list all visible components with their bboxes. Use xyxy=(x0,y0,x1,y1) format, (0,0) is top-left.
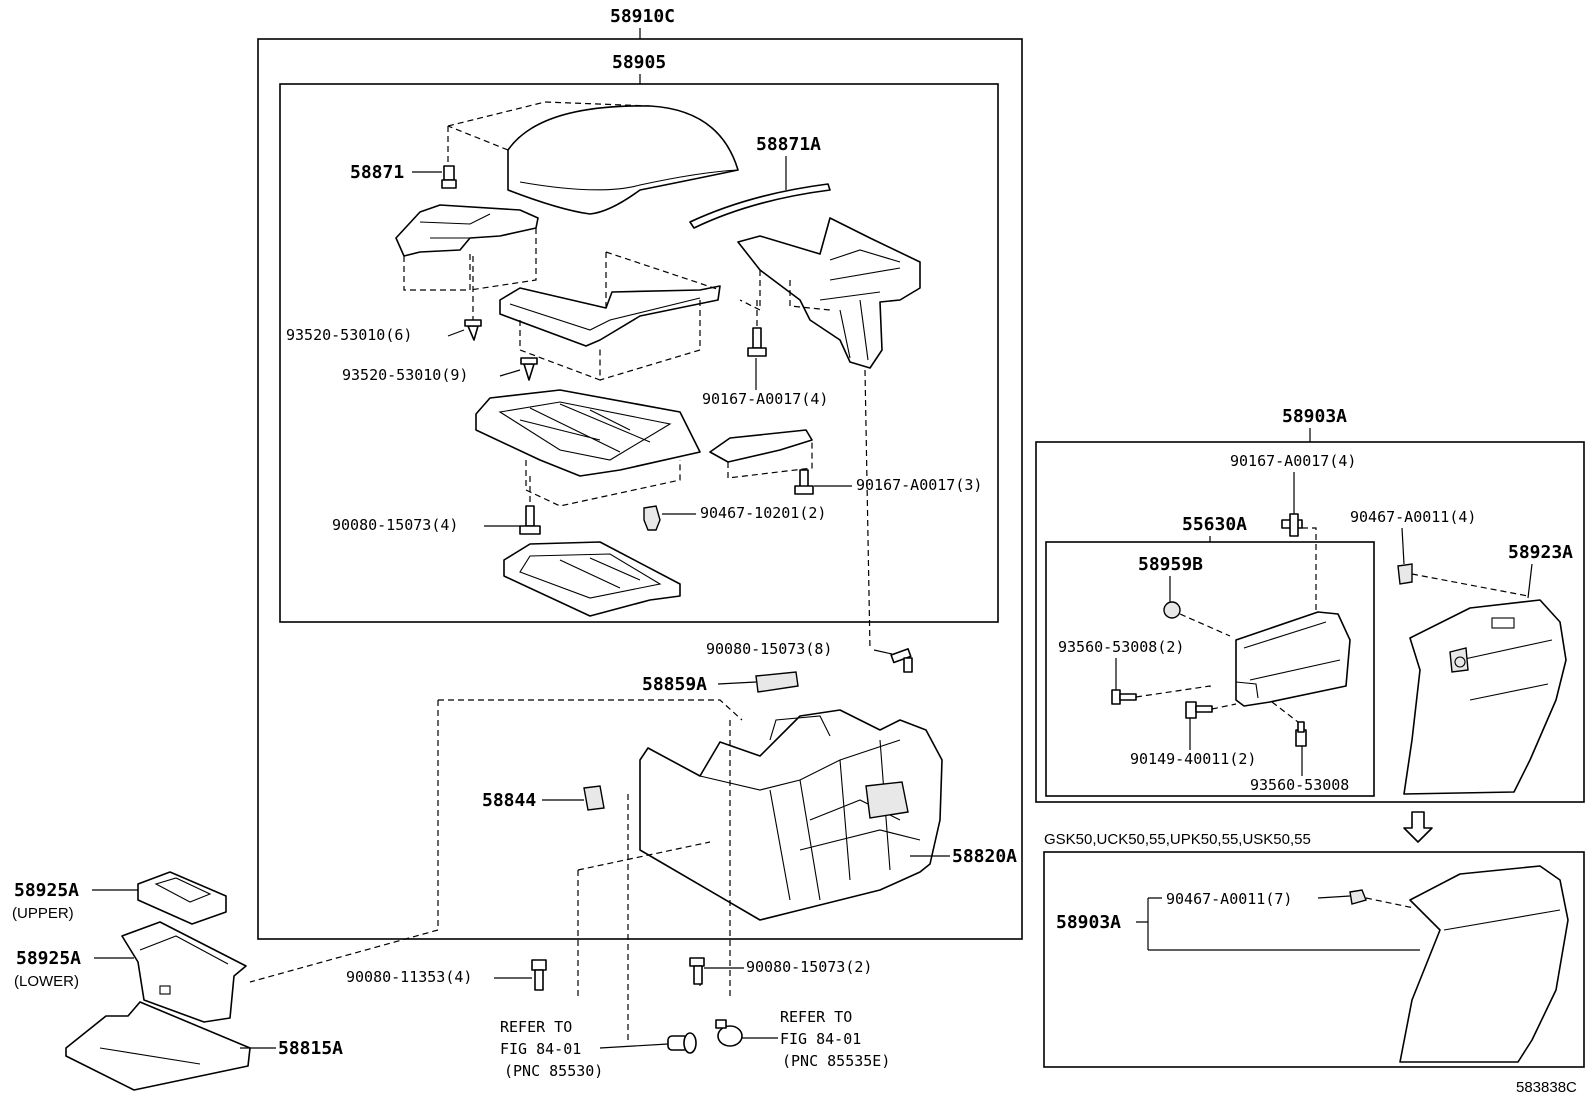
switch-58859A xyxy=(755,671,799,693)
note-upper: (UPPER) xyxy=(12,905,74,922)
label-90467-10201-2[interactable]: 90467-10201(2) xyxy=(700,504,826,522)
armrest-middle-frame xyxy=(499,285,721,347)
lower-inner-tray xyxy=(503,541,681,617)
armrest-subassembly-frame xyxy=(279,83,999,623)
clip-90467-a0011 xyxy=(1397,563,1413,585)
socket-85530 xyxy=(667,1032,697,1054)
label-58903A[interactable]: 58903A xyxy=(1282,406,1347,427)
label-55630A[interactable]: 55630A xyxy=(1182,514,1247,535)
label-58815A[interactable]: 58815A xyxy=(278,1038,343,1059)
screw-90080-c xyxy=(689,957,705,985)
compartment-box-55630A xyxy=(1235,611,1351,707)
label-58871[interactable]: 58871 xyxy=(350,162,404,183)
label-58903A-variant[interactable]: 58903A xyxy=(1056,912,1121,933)
label-90149-40011-2[interactable]: 90149-40011(2) xyxy=(1130,750,1256,768)
svg-text:(PNC 85535E): (PNC 85535E) xyxy=(782,1052,890,1070)
svg-text:REFER TO: REFER TO xyxy=(500,1018,572,1036)
label-90167-A0017-4b[interactable]: 90167-A0017(4) xyxy=(1230,452,1356,470)
label-90167-A0017-3[interactable]: 90167-A0017(3) xyxy=(856,476,982,494)
nut-58959B xyxy=(1163,601,1181,619)
clip-58844 xyxy=(583,785,605,811)
screw-93560-a xyxy=(1111,689,1137,705)
label-58871A[interactable]: 58871A xyxy=(756,134,821,155)
console-body-58820A xyxy=(639,709,943,921)
label-58820A[interactable]: 58820A xyxy=(952,846,1017,867)
variant-note: GSK50,UCK50,55,UPK50,55,USK50,55 xyxy=(1044,831,1311,848)
svg-text:(PNC 85530): (PNC 85530) xyxy=(504,1062,603,1080)
label-90167-A0017-4a[interactable]: 90167-A0017(4) xyxy=(702,390,828,408)
label-90467-A0011-7[interactable]: 90467-A0011(7) xyxy=(1166,890,1292,908)
label-90080-15073-8[interactable]: 90080-15073(8) xyxy=(706,640,832,658)
label-93560-53008-2[interactable]: 93560-53008(2) xyxy=(1058,638,1184,656)
clip-90467 xyxy=(643,505,661,531)
note-lower: (LOWER) xyxy=(14,973,79,990)
screw-90080-a xyxy=(519,505,541,535)
right-hinge-mechanism xyxy=(737,217,921,369)
label-58859A[interactable]: 58859A xyxy=(642,674,707,695)
reference-85535E[interactable]: REFER TO FIG 84-01 (PNC 85535E) xyxy=(780,1008,890,1070)
label-90080-11353-4[interactable]: 90080-11353(4) xyxy=(346,968,472,986)
screw-90167-a xyxy=(747,327,767,357)
screw-90149 xyxy=(1185,701,1213,719)
socket-85535E xyxy=(715,1019,743,1047)
label-93520-53010-6[interactable]: 93520-53010(6) xyxy=(286,326,412,344)
variant-frame xyxy=(1043,851,1585,1068)
screw-93560-b xyxy=(1295,721,1307,747)
svg-text:REFER TO: REFER TO xyxy=(780,1008,852,1026)
label-58905[interactable]: 58905 xyxy=(612,52,666,73)
label-58925A-upper[interactable]: 58925A xyxy=(14,880,79,901)
label-93560-53008[interactable]: 93560-53008 xyxy=(1250,776,1349,794)
label-58925A-lower[interactable]: 58925A xyxy=(16,948,81,969)
screw-90167-b xyxy=(794,469,814,495)
screw-93520-lower xyxy=(520,357,538,381)
pocket-58925A-lower xyxy=(121,921,247,1023)
label-58959B[interactable]: 58959B xyxy=(1138,554,1203,575)
label-90080-15073-2[interactable]: 90080-15073(2) xyxy=(746,958,872,976)
armrest-trim-strip xyxy=(689,183,831,229)
screw-90167-c xyxy=(1281,513,1303,537)
label-58923A[interactable]: 58923A xyxy=(1508,542,1573,563)
panel-58903A-variant xyxy=(1399,865,1569,1063)
label-58910C[interactable]: 58910C xyxy=(610,6,675,27)
label-93520-53010-9[interactable]: 93520-53010(9) xyxy=(342,366,468,384)
label-58844[interactable]: 58844 xyxy=(482,790,536,811)
left-hinge-bracket xyxy=(395,204,539,257)
label-90467-A0011-4[interactable]: 90467-A0011(4) xyxy=(1350,508,1476,526)
armrest-tray xyxy=(475,389,701,477)
screw-58871 xyxy=(441,165,457,189)
screw-90080-11353 xyxy=(531,959,547,991)
diagram-id: 583838C xyxy=(1516,1079,1577,1096)
screw-90080-b xyxy=(890,648,913,673)
reference-85530[interactable]: REFER TO FIG 84-01 (PNC 85530) xyxy=(500,1018,603,1080)
clip-90467-a0011-variant xyxy=(1349,889,1367,905)
screw-93520-upper xyxy=(464,319,482,341)
armrest-lid xyxy=(507,105,739,215)
svg-text:FIG 84-01: FIG 84-01 xyxy=(780,1030,861,1048)
variant-arrow-icon xyxy=(1403,811,1433,843)
svg-text:FIG 84-01: FIG 84-01 xyxy=(500,1040,581,1058)
small-latch-bracket xyxy=(709,429,813,463)
label-90080-15073-4[interactable]: 90080-15073(4) xyxy=(332,516,458,534)
